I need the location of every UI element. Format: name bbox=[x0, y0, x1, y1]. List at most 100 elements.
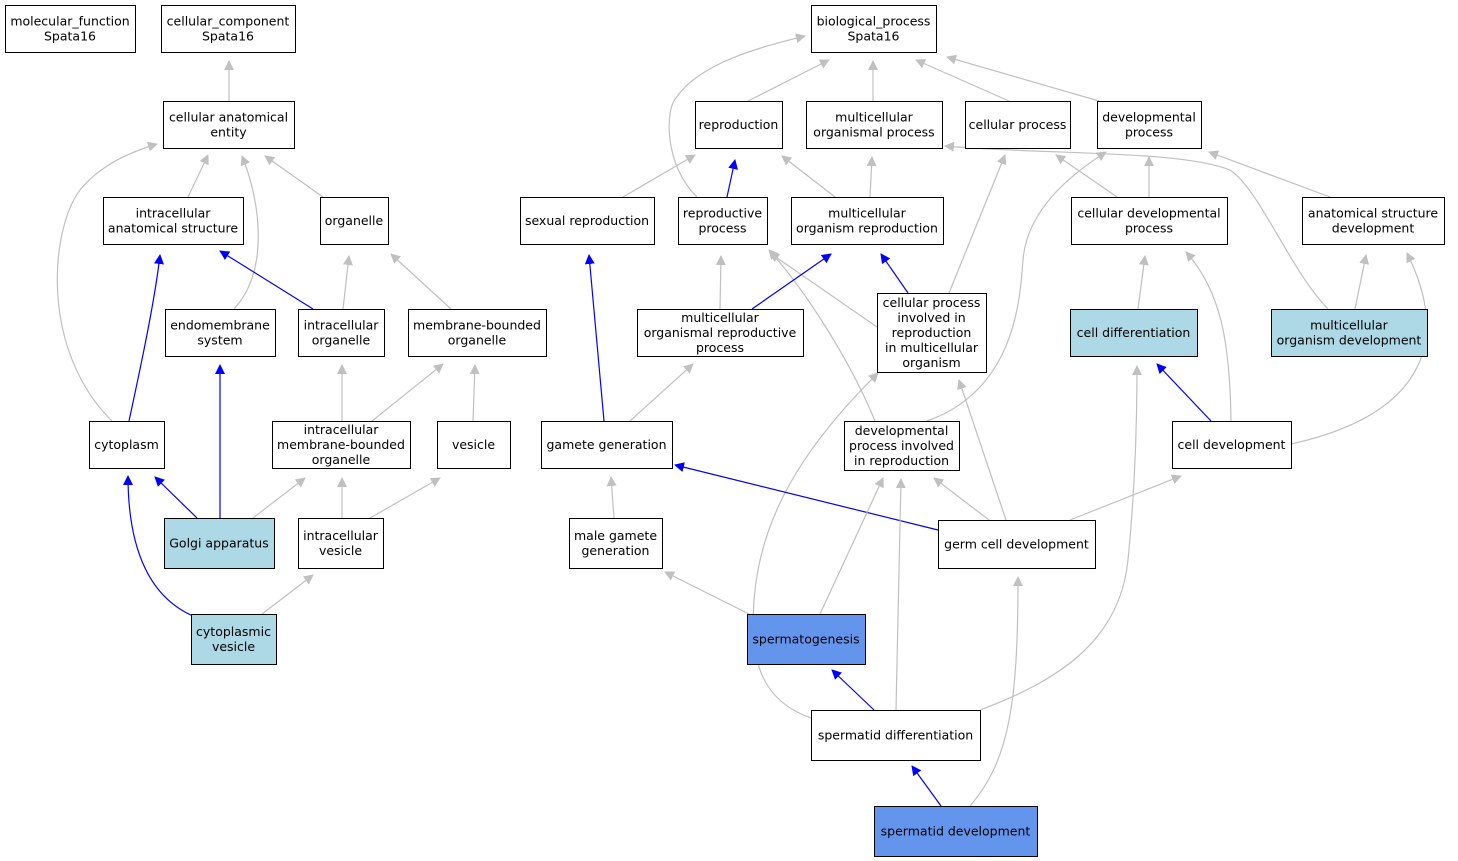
edge-gg-to-sexrep bbox=[584, 254, 605, 422]
node-label-line: reproduction bbox=[699, 117, 779, 132]
edge-rp-to-repro bbox=[726, 159, 738, 198]
node-label-line: cellular developmental bbox=[1077, 206, 1220, 221]
edge-gg-to-morp bbox=[629, 363, 694, 422]
edge-line bbox=[915, 59, 1010, 102]
node-label-line: developmental bbox=[1102, 110, 1196, 125]
edge-line bbox=[944, 141, 1329, 310]
node-label-line: spermatid differentiation bbox=[818, 728, 973, 743]
node-label-line: organism development bbox=[1277, 333, 1422, 348]
node-gcd[interactable]: germ cell development bbox=[938, 520, 1096, 569]
edge-line bbox=[751, 253, 832, 310]
node-label-line: gamete generation bbox=[546, 437, 666, 452]
edge-line bbox=[1055, 154, 1118, 198]
node-label-line: membrane-bounded bbox=[413, 318, 541, 333]
node-box bbox=[1097, 101, 1202, 149]
node-box bbox=[163, 101, 295, 149]
node-box bbox=[320, 197, 389, 245]
edge-mgg-to-gg bbox=[606, 476, 617, 519]
edge-gcd-to-dpir bbox=[933, 477, 990, 521]
node-label-line: involved in bbox=[897, 310, 965, 325]
node-box bbox=[1071, 197, 1228, 245]
edge-line bbox=[781, 155, 836, 198]
edge-celldiff-to-cdp bbox=[1137, 255, 1149, 310]
node-golgi[interactable]: Golgi apparatus bbox=[164, 518, 275, 569]
edge-line bbox=[1354, 254, 1370, 310]
node-box bbox=[1172, 421, 1292, 469]
node-label-line: vesicle bbox=[212, 639, 255, 654]
edge-celldev-to-asd bbox=[1290, 252, 1427, 445]
node-cp[interactable]: cellular process bbox=[965, 101, 1071, 149]
edge-line bbox=[264, 155, 324, 198]
node-box bbox=[1070, 309, 1198, 357]
edge-sdiff-to-celldiff bbox=[979, 365, 1142, 711]
node-label-line: development bbox=[1332, 221, 1415, 236]
node-box bbox=[938, 520, 1096, 569]
edge-sdev-to-gcd bbox=[969, 576, 1023, 807]
node-spg[interactable]: spermatogenesis bbox=[747, 614, 866, 665]
node-label-line: generation bbox=[582, 543, 650, 558]
edge-line bbox=[948, 154, 1007, 294]
node-label-line: sexual reproduction bbox=[525, 213, 649, 228]
edge-line bbox=[1290, 252, 1427, 445]
node-label-line: organelle bbox=[312, 452, 371, 467]
edge-spg-to-dpir bbox=[819, 477, 884, 615]
edge-mod-to-asd bbox=[1354, 254, 1370, 310]
node-celldev[interactable]: cell development bbox=[1172, 421, 1292, 469]
edge-line bbox=[674, 462, 939, 531]
node-label-line: Golgi apparatus bbox=[169, 536, 269, 551]
node-cyto[interactable]: cytoplasm bbox=[89, 421, 165, 469]
edge-cyto-to-cae bbox=[56, 141, 158, 422]
edge-line bbox=[342, 255, 353, 310]
node-box bbox=[637, 309, 804, 357]
edge-sdiff-to-dpir bbox=[895, 478, 906, 711]
node-label-line: process bbox=[696, 340, 744, 355]
edge-line bbox=[957, 379, 1007, 521]
node-ves[interactable]: vesicle bbox=[437, 421, 511, 469]
edge-line bbox=[895, 478, 906, 711]
node-box bbox=[408, 309, 547, 357]
edge-sdev-to-sdiff bbox=[911, 765, 942, 807]
edge-celldev-to-cdp bbox=[1185, 251, 1232, 422]
node-label-line: biological_process bbox=[817, 14, 931, 29]
node-label-line: endomembrane bbox=[170, 318, 270, 333]
edge-cpir-to-mor bbox=[880, 253, 909, 294]
node-box bbox=[811, 710, 981, 761]
node-gg[interactable]: gamete generation bbox=[541, 421, 673, 469]
node-sdev[interactable]: spermatid development bbox=[874, 806, 1038, 857]
edge-sexrep-to-repro bbox=[622, 154, 696, 198]
node-label-line: entity bbox=[210, 125, 247, 140]
node-sexrep[interactable]: sexual reproduction bbox=[520, 197, 655, 245]
node-sdiff[interactable]: spermatid differentiation bbox=[811, 710, 981, 761]
node-label-line: organelle bbox=[312, 333, 371, 348]
node-repro[interactable]: reproduction bbox=[695, 101, 783, 149]
node-label-line: multicellular bbox=[828, 206, 907, 221]
edge-morp-to-mor bbox=[751, 253, 832, 310]
edge-repro-to-bp bbox=[747, 59, 830, 102]
edge-imbo-to-mbo bbox=[371, 363, 444, 422]
node-org[interactable]: organelle bbox=[320, 197, 389, 245]
node-celldiff[interactable]: cell differentiation bbox=[1070, 309, 1198, 357]
